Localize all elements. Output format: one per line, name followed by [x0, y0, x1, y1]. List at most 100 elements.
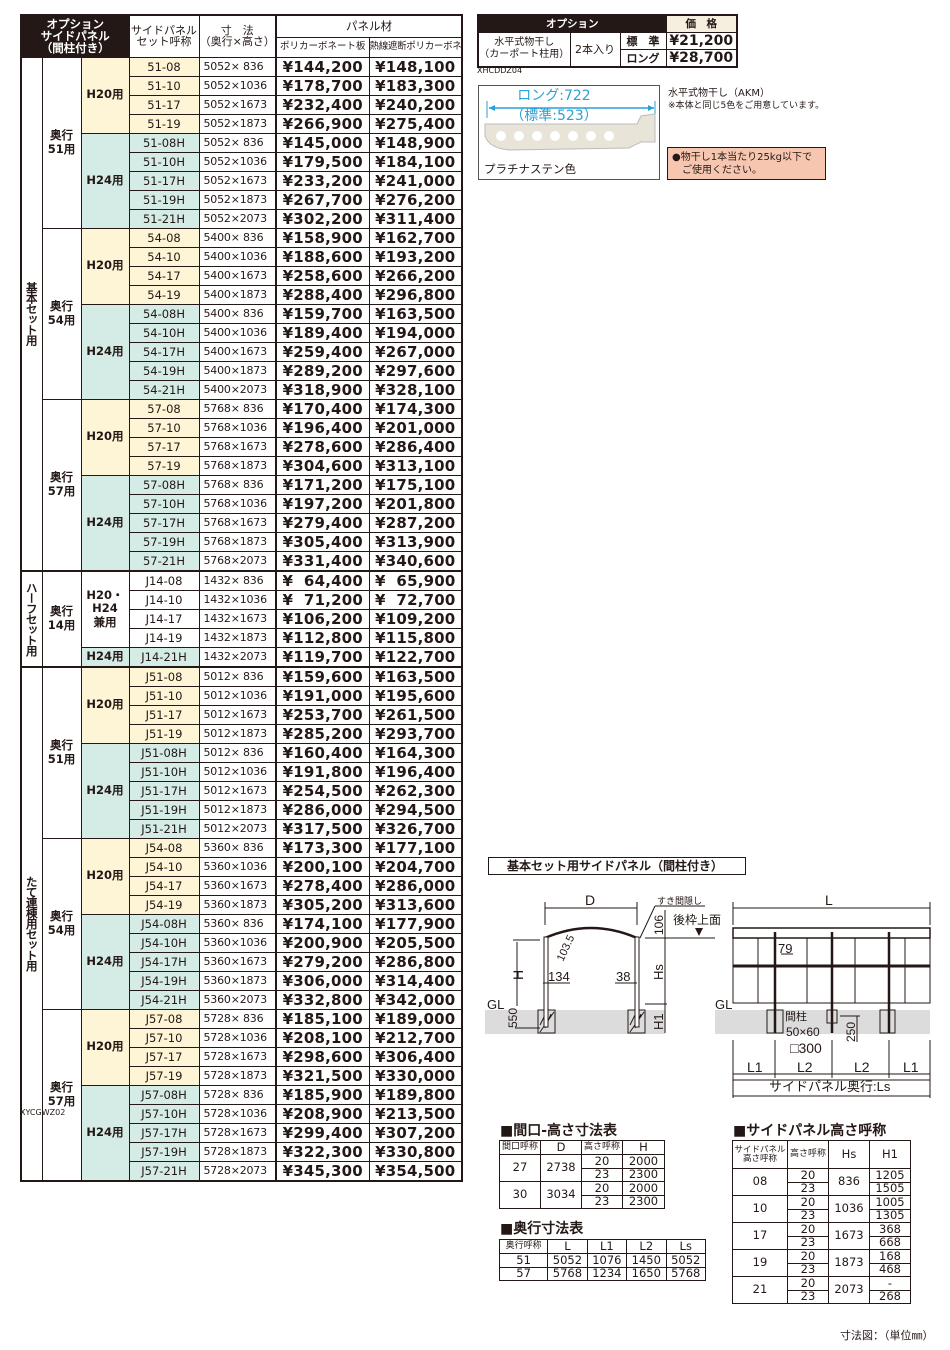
price-heat-shield: ¥314,400 [368, 970, 463, 991]
price-heat-shield: ¥275,400 [368, 113, 463, 134]
price-heat-shield: ¥330,800 [368, 1141, 463, 1162]
header: Hs [828, 1140, 870, 1169]
height-code-cell: 20 [787, 1195, 829, 1210]
d-cell: 3034 [540, 1181, 582, 1209]
dimension: 1432×1873 [198, 627, 277, 648]
price-polycarbonate: ¥ 64,400 [275, 570, 370, 591]
cell: 1234 [586, 1266, 628, 1281]
depth-table-title: ■奥行寸法表 [500, 1221, 584, 1237]
dimension: 5360× 836 [198, 913, 277, 934]
price-polycarbonate: ¥200,100 [275, 856, 370, 877]
value-cell: 2300 [622, 1167, 665, 1182]
option-price-table: オプション価 格 水平式物干し （カーポート柱用） 2本入り 標 準 ¥21,2… [477, 14, 738, 68]
dimension: 5728×1673 [198, 1046, 277, 1067]
price-polycarbonate: ¥171,200 [275, 474, 370, 495]
label-L: L [825, 892, 833, 908]
price-polycarbonate: ¥188,600 [275, 246, 370, 267]
set-code: 57-10 [128, 417, 200, 438]
price-polycarbonate: ¥200,900 [275, 932, 370, 953]
price-polycarbonate: ¥322,300 [275, 1141, 370, 1162]
price-polycarbonate: ¥285,200 [275, 723, 370, 744]
set-code: J51-17H [128, 780, 200, 801]
price-heat-shield: ¥342,000 [368, 989, 463, 1010]
cell: 5052 [547, 1253, 588, 1268]
set-code: 54-08 [128, 227, 200, 248]
set-code: J51-17 [128, 704, 200, 725]
label-106: 106 [652, 915, 666, 935]
dimension: 5052×1873 [198, 189, 277, 210]
depth-label: 奥行 51用 [41, 56, 82, 229]
long-length-label: ロング:722 [517, 88, 591, 104]
dimension: 5728× 836 [198, 1084, 277, 1105]
dimension: 5400×1036 [198, 322, 277, 343]
dimension: 5400×1873 [198, 360, 277, 381]
dimension: 5400×1673 [198, 265, 277, 286]
set-code: 51-17H [128, 170, 200, 191]
set-code: J54-10 [128, 856, 200, 877]
label-Ls: サイドパネル奥行:Ls [769, 1079, 891, 1094]
option-qty: 2本入り [569, 31, 621, 67]
set-code: 57-21H [128, 550, 200, 571]
price-polycarbonate: ¥305,200 [275, 894, 370, 915]
price-heat-shield: ¥201,000 [368, 417, 463, 438]
product-code: XYCGWZ02 [20, 1108, 66, 1117]
price-heat-shield: ¥ 65,900 [368, 570, 463, 591]
price-polycarbonate: ¥266,900 [275, 113, 370, 134]
dimension: 5768×1673 [198, 436, 277, 457]
price-polycarbonate: ¥332,800 [275, 989, 370, 1010]
set-code: J54-21H [128, 989, 200, 1010]
value-cell: 2300 [622, 1194, 665, 1209]
height-code-cell: 23 [787, 1181, 829, 1196]
price-polycarbonate: ¥306,000 [275, 970, 370, 991]
set-code: J14-10 [128, 589, 200, 610]
dimension: 5768×1873 [198, 455, 277, 476]
price-polycarbonate: ¥ 71,200 [275, 589, 370, 610]
set-code: J57-17H [128, 1122, 200, 1143]
name-cell: 08 [732, 1168, 788, 1196]
set-code: 51-10 [128, 75, 200, 96]
set-code: 57-19H [128, 531, 200, 552]
price-polycarbonate: ¥233,200 [275, 170, 370, 191]
price-heat-shield: ¥286,000 [368, 875, 463, 896]
set-code: 57-17H [128, 512, 200, 533]
value-cell: - [869, 1276, 911, 1291]
set-code: 51-10H [128, 151, 200, 172]
set-code: 51-21H [128, 208, 200, 229]
price-heat-shield: ¥287,200 [368, 512, 463, 533]
option-code: XHCDDZ04 [477, 66, 523, 75]
height-code-cell: 23 [581, 1167, 623, 1182]
cell: 51 [498, 1253, 549, 1268]
price-polycarbonate: ¥286,000 [275, 799, 370, 820]
header: 高さ呼称 [581, 1140, 623, 1155]
type-standard: 標 準 [619, 31, 667, 50]
option-name: 水平式物干し （カーポート柱用） [477, 31, 571, 67]
header: L [547, 1239, 588, 1254]
label-gap-cover: すき間隠し [657, 895, 702, 906]
price-heat-shield: ¥162,700 [368, 227, 463, 248]
dimension: 5728×1873 [198, 1065, 277, 1086]
d-cell: 2738 [540, 1154, 582, 1182]
side-panel-price-table: オプション サイドパネル （間柱付き） サイドパネル セット呼称 寸 法 （奥行… [20, 14, 463, 1182]
price-heat-shield: ¥328,100 [368, 379, 463, 400]
price-heat-shield: ¥193,200 [368, 246, 463, 267]
price-polycarbonate: ¥178,700 [275, 75, 370, 96]
name-cell: 21 [732, 1276, 788, 1304]
set-name-header: サイドパネル セット呼称 [128, 14, 200, 58]
dimension: 5360× 836 [198, 837, 277, 858]
header: D [540, 1140, 582, 1155]
height-type-label: H20・ H24 兼用 [80, 570, 130, 648]
